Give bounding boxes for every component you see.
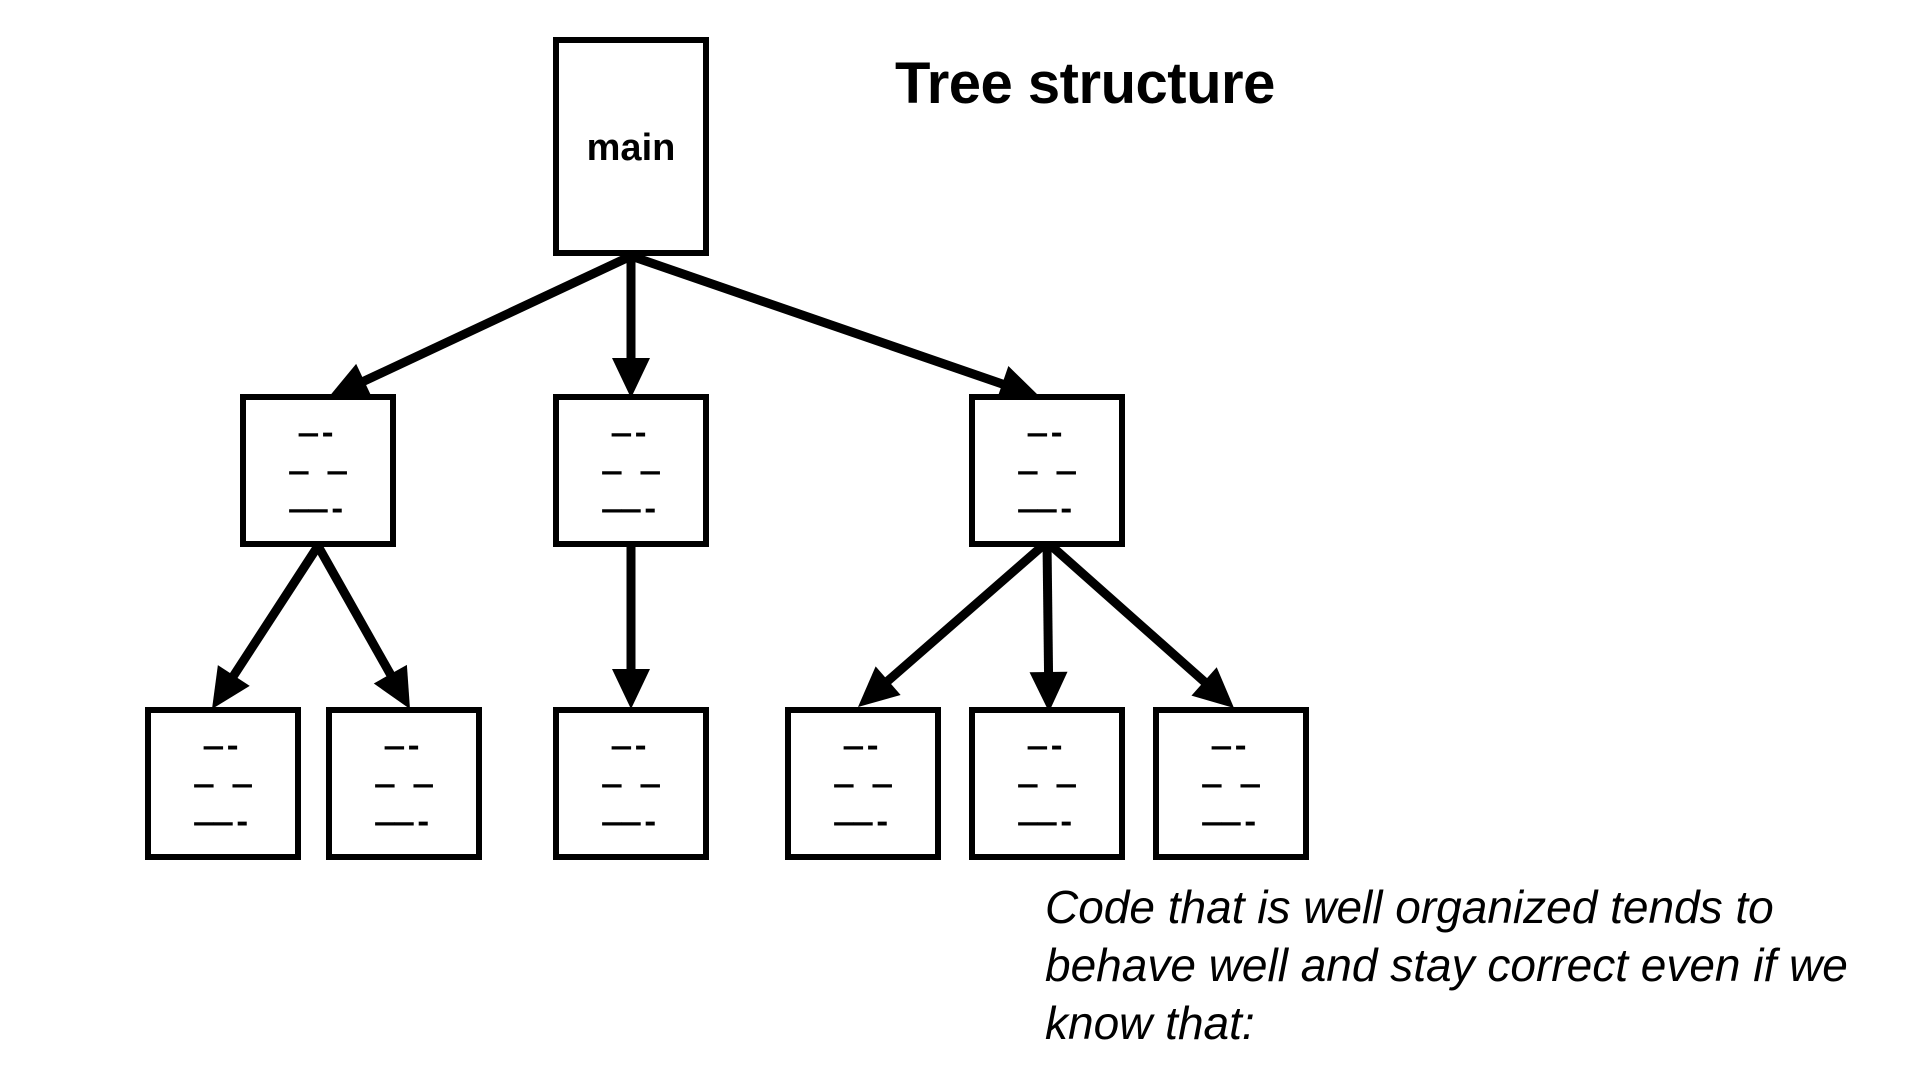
tree-node-g1: —-— ———-: [145, 707, 301, 860]
edge-line: [629, 251, 1008, 390]
placeholder-line: ——-: [1017, 492, 1076, 529]
placeholder-line: — —: [193, 767, 252, 804]
placeholder-line: —-: [843, 729, 882, 766]
arrowhead: [373, 664, 410, 709]
node-box: [553, 37, 709, 256]
edge-line: [1044, 538, 1211, 688]
node-box: [553, 394, 709, 547]
tree-nodes: main—-— ———-—-— ———-—-— ———-—-— ———-—-— …: [145, 37, 1309, 860]
edge-line: [358, 251, 633, 387]
arrowhead: [212, 665, 250, 709]
placeholder-line: ——-: [374, 805, 433, 842]
edge-c1-g2: [314, 543, 410, 709]
placeholder-line: —-: [384, 729, 423, 766]
tree-node-g6: —-— ———-: [1153, 707, 1309, 860]
placeholder-line: — —: [374, 767, 433, 804]
tree-node-c1: —-— ———-: [240, 394, 396, 547]
tree-node-c3: —-— ———-: [969, 394, 1125, 547]
edge-line: [1042, 541, 1054, 677]
node-box: [553, 707, 709, 860]
tree-node-c2: —-— ———-: [553, 394, 709, 547]
edge-main-c3: [629, 251, 1040, 402]
edge-c3-g6: [1044, 538, 1234, 708]
arrowhead: [1191, 667, 1234, 708]
placeholder-line: ——-: [601, 805, 660, 842]
placeholder-line: ——-: [1017, 805, 1076, 842]
placeholder-line: ——-: [833, 805, 892, 842]
tree-node-g2: —-— ———-: [326, 707, 482, 860]
node-box: [240, 394, 396, 547]
edge-main-c1: [328, 251, 633, 399]
placeholder-line: ——-: [601, 492, 660, 529]
placeholder-line: — —: [1017, 454, 1076, 491]
placeholder-line: ——-: [288, 492, 347, 529]
placeholder-line: —-: [298, 416, 337, 453]
root-node-main: main: [553, 37, 709, 256]
edge-c3-g4: [858, 538, 1050, 707]
node-box: [969, 707, 1125, 860]
node-box: [1153, 707, 1309, 860]
node-label: main: [587, 127, 676, 169]
tree-edges: [212, 251, 1234, 712]
tree-node-g4: —-— ———-: [785, 707, 941, 860]
node-box: [785, 707, 941, 860]
arrowhead: [1029, 671, 1068, 712]
placeholder-line: —-: [611, 416, 650, 453]
placeholder-line: — —: [601, 767, 660, 804]
placeholder-line: — —: [601, 454, 660, 491]
placeholder-line: ——-: [1201, 805, 1260, 842]
edge-c3-g5: [1029, 541, 1068, 712]
tree-node-g3: —-— ———-: [553, 707, 709, 860]
edge-line: [227, 543, 322, 682]
arrowhead: [612, 669, 650, 709]
placeholder-line: —-: [611, 729, 650, 766]
placeholder-line: —-: [1211, 729, 1250, 766]
arrowhead: [858, 666, 901, 707]
placeholder-line: — —: [833, 767, 892, 804]
arrowhead: [328, 363, 373, 399]
caption-text: Code that is well organized tends to beh…: [1045, 881, 1848, 1049]
placeholder-line: ——-: [193, 805, 252, 842]
placeholder-line: —-: [1027, 416, 1066, 453]
edge-c1-g1: [212, 543, 322, 709]
node-box: [969, 394, 1125, 547]
placeholder-line: — —: [1201, 767, 1260, 804]
arrowhead: [995, 366, 1040, 402]
edge-line: [882, 538, 1050, 687]
diagram-title: Tree structure: [895, 51, 1275, 116]
tree-node-g5: —-— ———-: [969, 707, 1125, 860]
placeholder-line: — —: [1017, 767, 1076, 804]
node-box: [326, 707, 482, 860]
node-box: [145, 707, 301, 860]
arrowhead: [612, 358, 650, 398]
edge-c2-g3: [612, 546, 650, 709]
edge-line: [314, 543, 397, 680]
placeholder-line: — —: [288, 454, 347, 491]
placeholder-line: —-: [203, 729, 242, 766]
edge-main-c2: [612, 256, 650, 398]
placeholder-line: —-: [1027, 729, 1066, 766]
